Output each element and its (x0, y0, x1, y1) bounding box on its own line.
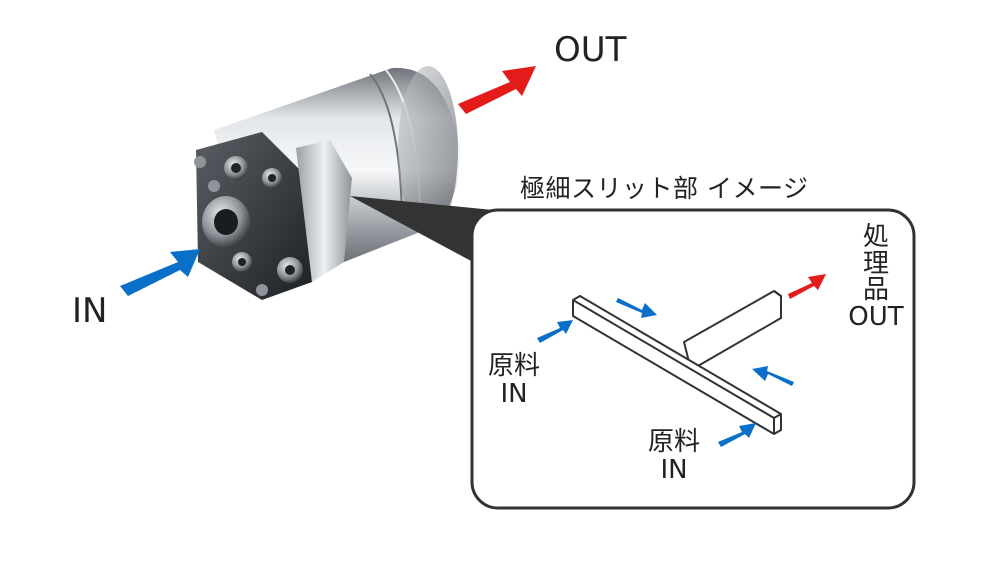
main-channel-edge (773, 413, 782, 419)
in-arrow-icon (120, 249, 200, 296)
out-arrow-icon (458, 66, 536, 114)
device-rear-cap (398, 66, 458, 234)
flow-in-arrow-icon (752, 366, 794, 386)
raw-material-in-text: IN (660, 455, 688, 486)
flow-in-arrow-icon (537, 320, 573, 343)
flow-in-arrow-icon (616, 298, 657, 318)
flow-out-arrow-icon (788, 274, 826, 299)
slit-channels (572, 290, 782, 435)
device-in-label: IN (72, 291, 108, 331)
product-out-label-line: 処 (862, 222, 889, 252)
device-out-label: OUT (554, 30, 627, 70)
bolt-icon (238, 258, 246, 266)
raw-material-text: 原料 (647, 427, 700, 457)
device-inlet-bore (214, 209, 238, 235)
raw-material-in-label-left: 原料 IN (482, 352, 546, 408)
product-out-label-line: 理 (862, 248, 889, 279)
device-illustration (194, 66, 461, 300)
raw-material-in-text: IN (500, 379, 528, 410)
bolt-icon (285, 265, 295, 275)
device-front-plate (196, 132, 312, 300)
bolt-icon (231, 163, 241, 173)
raw-material-in-label-right: 原料 IN (642, 428, 706, 484)
flow-in-arrow-icon (718, 423, 756, 447)
callout-pointer (350, 196, 493, 262)
product-out-label-line: OUT (848, 301, 904, 332)
bolt-icon (256, 284, 268, 296)
product-out-label-line: 品 (862, 275, 889, 306)
slit-caption: 極細スリット部 イメージ (520, 174, 809, 203)
bolt-icon (268, 174, 276, 182)
raw-material-text: 原料 (487, 351, 540, 381)
device-groove (369, 73, 403, 219)
bolt-icon (194, 156, 206, 168)
bolt-icon (208, 180, 220, 192)
product-out-label: 処 理 品 OUT (848, 224, 904, 330)
device-slit-rib (296, 140, 352, 282)
outlet-channel-top (773, 290, 782, 297)
